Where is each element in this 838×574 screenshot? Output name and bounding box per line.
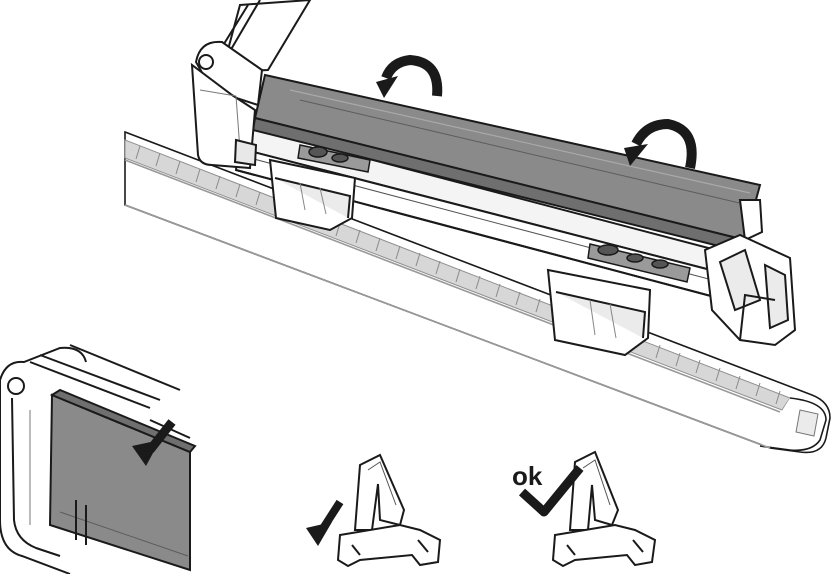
right-foot bbox=[546, 268, 652, 357]
curved-arrow-right bbox=[624, 118, 697, 170]
left-clamp bbox=[190, 0, 312, 170]
adjuster-slot-right bbox=[587, 243, 691, 283]
profile-incorrect-panel bbox=[336, 453, 442, 568]
ok-label: ok bbox=[512, 461, 543, 491]
adjuster-slot-left bbox=[297, 144, 371, 173]
left-foot bbox=[268, 158, 357, 232]
check-mark bbox=[518, 465, 584, 517]
down-left-arrow bbox=[306, 499, 344, 546]
right-end-clamp bbox=[703, 233, 797, 347]
press-arrow bbox=[132, 419, 176, 466]
profile-correct-panel bbox=[551, 450, 657, 568]
main-assembly-panel bbox=[124, 0, 831, 454]
curved-arrow-left bbox=[376, 54, 443, 98]
detail-pad-press-panel bbox=[0, 344, 197, 574]
rail-ribs bbox=[135, 145, 781, 405]
